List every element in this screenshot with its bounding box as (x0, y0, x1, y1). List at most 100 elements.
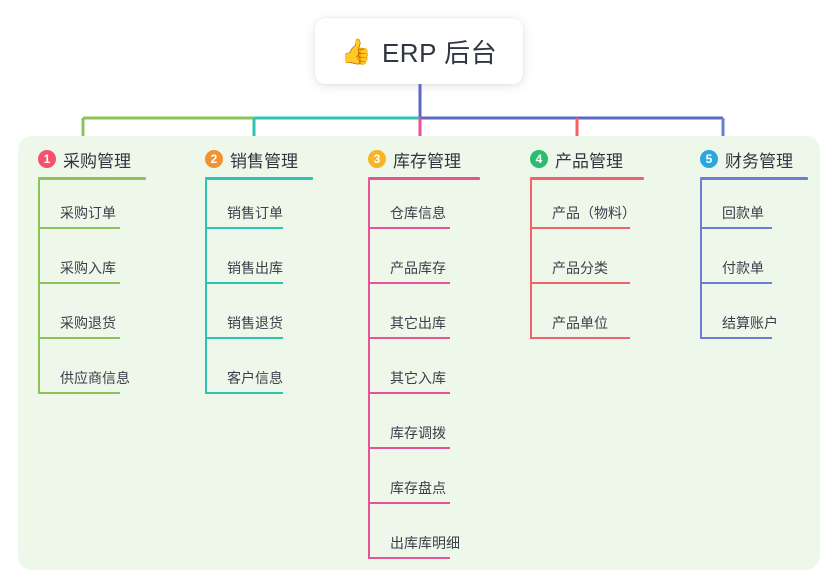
column-badge-2: 2 (205, 150, 223, 168)
menu-item[interactable]: 付款单 (700, 235, 808, 290)
menu-item[interactable]: 销售退货 (205, 290, 313, 345)
menu-item[interactable]: 出库库明细 (368, 510, 480, 565)
menu-item[interactable]: 结算账户 (700, 290, 808, 345)
menu-item-label: 采购退货 (60, 315, 116, 331)
column-badge-4: 4 (530, 150, 548, 168)
column-spine-1 (38, 180, 40, 394)
column-2: 2 销售管理销售订单销售出库销售退货客户信息 (205, 146, 313, 400)
menu-item[interactable]: 客户信息 (205, 345, 313, 400)
column-items-4: 产品（物料） 产品分类产品单位 (530, 180, 644, 345)
menu-item-label: 采购入库 (60, 260, 116, 276)
menu-item-rule (368, 227, 450, 229)
column-badge-5: 5 (700, 150, 718, 168)
menu-item-rule (38, 392, 120, 394)
menu-item-rule (205, 282, 283, 284)
diagram-panel (18, 136, 820, 570)
menu-item-rule (368, 447, 450, 449)
menu-item[interactable]: 采购退货 (38, 290, 148, 345)
menu-item-label: 产品（物料） (552, 205, 636, 221)
thumbs-up-icon: 👍 (340, 37, 372, 66)
column-title-5: 财务管理 (725, 151, 793, 171)
menu-item-label: 库存调拨 (390, 425, 446, 441)
column-badge-1: 1 (38, 150, 56, 168)
column-header-5[interactable]: 5 财务管理 (700, 146, 808, 172)
menu-item-label: 结算账户 (722, 315, 778, 331)
menu-item-rule (700, 282, 772, 284)
column-items-3: 仓库信息产品库存其它出库其它入库库存调拨库存盘点出库库明细 (368, 180, 480, 565)
root-node-title: ERP 后台 (381, 37, 498, 68)
menu-item[interactable]: 采购订单 (38, 180, 148, 235)
menu-item-rule (530, 282, 630, 284)
column-title-2: 销售管理 (230, 151, 298, 171)
column-header-3[interactable]: 3 库存管理 (368, 146, 480, 172)
menu-item[interactable]: 产品库存 (368, 235, 480, 290)
menu-item-rule (38, 282, 120, 284)
column-header-4[interactable]: 4 产品管理 (530, 146, 644, 172)
menu-item[interactable]: 供应商信息 (38, 345, 148, 400)
column-items-1: 采购订单采购入库采购退货供应商信息 (38, 180, 148, 400)
menu-item[interactable]: 销售订单 (205, 180, 313, 235)
menu-item-label: 销售订单 (227, 205, 283, 221)
column-underline-5 (700, 177, 808, 180)
column-5: 5 财务管理回款单付款单结算账户 (700, 146, 808, 345)
menu-item-label: 供应商信息 (60, 370, 130, 386)
menu-item[interactable]: 库存盘点 (368, 455, 480, 510)
menu-item[interactable]: 产品单位 (530, 290, 644, 345)
column-underline-3 (368, 177, 480, 180)
menu-item-rule (205, 392, 283, 394)
menu-item[interactable]: 仓库信息 (368, 180, 480, 235)
menu-item[interactable]: 回款单 (700, 180, 808, 235)
menu-item-label: 库存盘点 (390, 480, 446, 496)
menu-item-label: 客户信息 (227, 370, 283, 386)
menu-item-rule (205, 337, 283, 339)
column-title-3: 库存管理 (393, 151, 461, 171)
column-3: 3 库存管理仓库信息产品库存其它出库其它入库库存调拨库存盘点出库库明细 (368, 146, 480, 565)
menu-item-rule (368, 557, 450, 559)
menu-item-rule (205, 227, 283, 229)
menu-item-rule (530, 337, 630, 339)
menu-item[interactable]: 产品（物料） (530, 180, 644, 235)
column-1: 1 采购管理采购订单采购入库采购退货供应商信息 (38, 146, 148, 400)
menu-item-label: 付款单 (722, 260, 764, 276)
column-spine-2 (205, 180, 207, 394)
column-title-4: 产品管理 (555, 151, 623, 171)
menu-item-label: 销售退货 (227, 315, 283, 331)
menu-item[interactable]: 采购入库 (38, 235, 148, 290)
menu-item-label: 回款单 (722, 205, 764, 221)
menu-item-rule (700, 337, 772, 339)
menu-item-label: 产品单位 (552, 315, 608, 331)
menu-item-rule (368, 502, 450, 504)
column-spine-5 (700, 180, 702, 339)
menu-item-label: 其它入库 (390, 370, 446, 386)
column-4: 4 产品管理产品（物料） 产品分类产品单位 (530, 146, 644, 345)
menu-item-rule (368, 337, 450, 339)
column-items-5: 回款单付款单结算账户 (700, 180, 808, 345)
column-header-2[interactable]: 2 销售管理 (205, 146, 313, 172)
menu-item[interactable]: 库存调拨 (368, 400, 480, 455)
menu-item-rule (368, 282, 450, 284)
menu-item-label: 出库库明细 (390, 535, 460, 551)
menu-item[interactable]: 销售出库 (205, 235, 313, 290)
column-underline-1 (38, 177, 146, 180)
menu-item[interactable]: 其它入库 (368, 345, 480, 400)
column-badge-3: 3 (368, 150, 386, 168)
menu-item-label: 其它出库 (390, 315, 446, 331)
column-spine-3 (368, 180, 370, 559)
menu-item-label: 产品库存 (390, 260, 446, 276)
menu-item-rule (700, 227, 772, 229)
menu-item-rule (530, 227, 630, 229)
menu-item-label: 采购订单 (60, 205, 116, 221)
column-spine-4 (530, 180, 532, 339)
menu-item-label: 销售出库 (227, 260, 283, 276)
menu-item-label: 仓库信息 (390, 205, 446, 221)
column-title-1: 采购管理 (63, 151, 131, 171)
column-header-1[interactable]: 1 采购管理 (38, 146, 148, 172)
menu-item[interactable]: 其它出库 (368, 290, 480, 345)
menu-item-rule (368, 392, 450, 394)
menu-item[interactable]: 产品分类 (530, 235, 644, 290)
root-node-card: 👍 ERP 后台 (315, 18, 523, 84)
column-items-2: 销售订单销售出库销售退货客户信息 (205, 180, 313, 400)
menu-item-rule (38, 227, 120, 229)
menu-item-label: 产品分类 (552, 260, 608, 276)
column-underline-2 (205, 177, 313, 180)
